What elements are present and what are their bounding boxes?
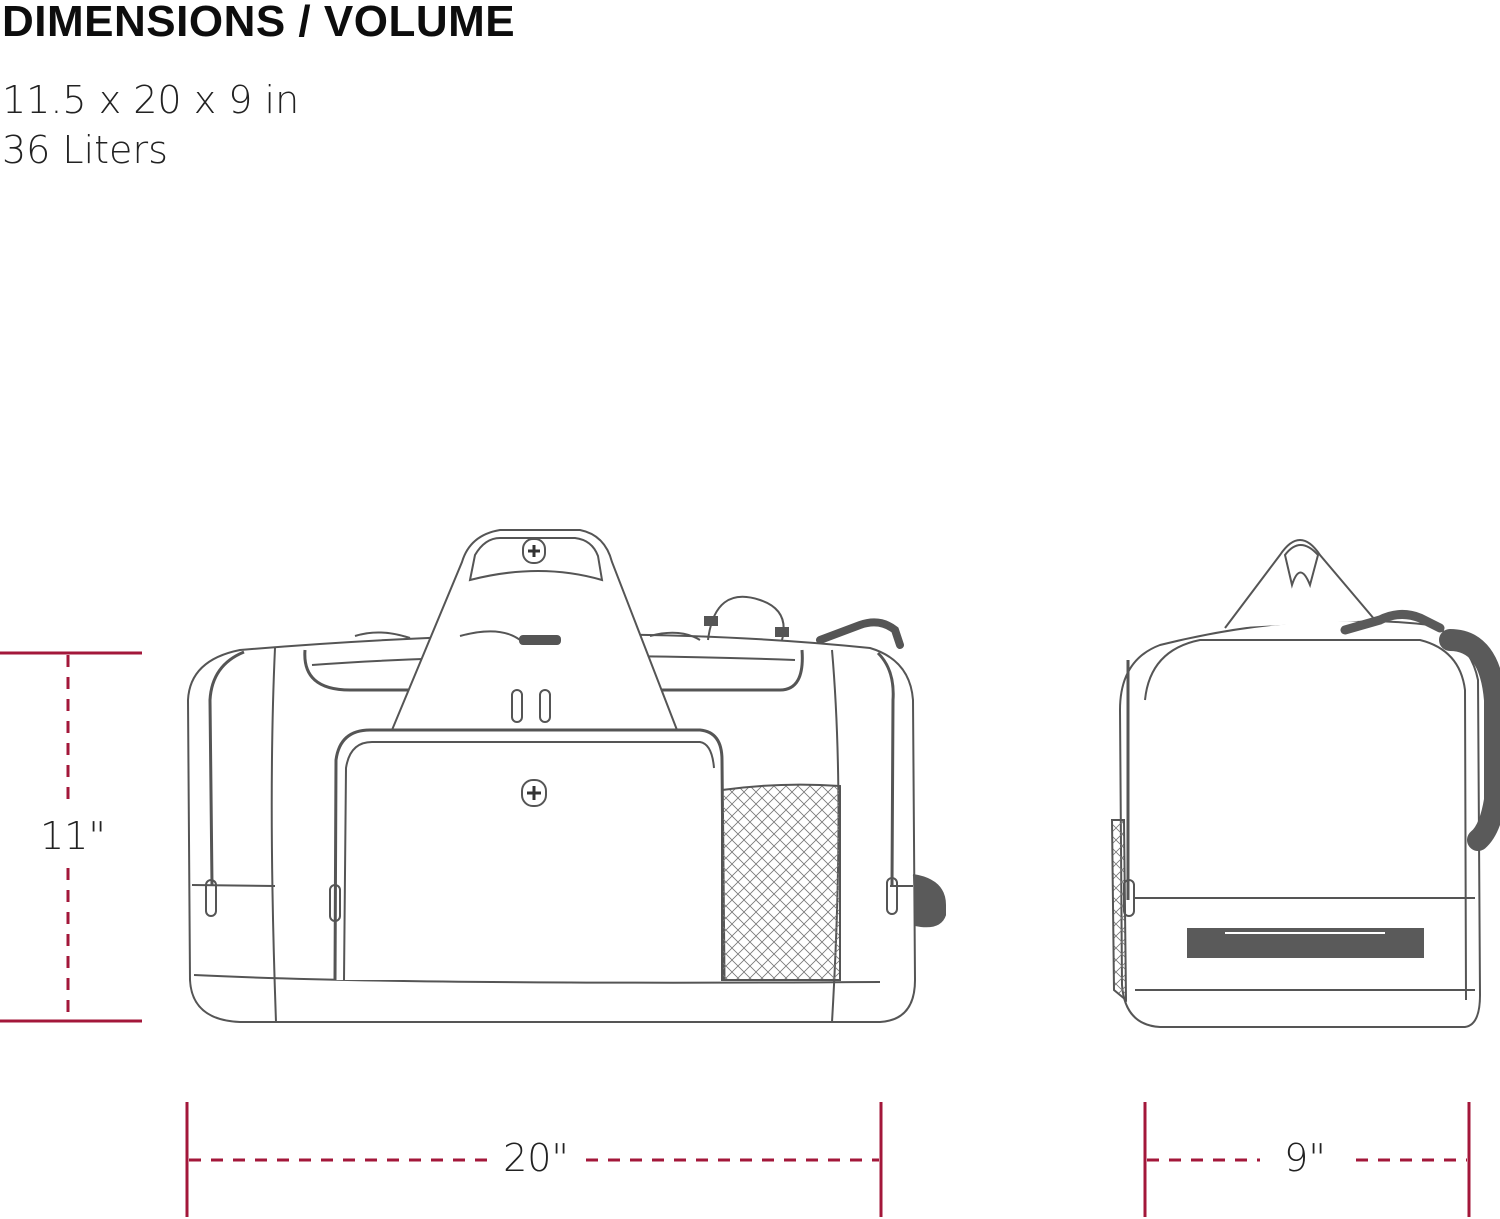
height-dimension-line [0, 651, 142, 1023]
height-label: 11" [40, 814, 106, 858]
depth-dimension-line [1143, 1102, 1471, 1217]
depth-label: 9" [1280, 1136, 1330, 1180]
page-title: DIMENSIONS / VOLUME [2, 0, 516, 46]
volume-text: 36 Liters [2, 128, 168, 172]
duffel-bag-front-view [186, 529, 946, 1023]
width-label: 20" [500, 1136, 572, 1180]
width-dimension-line [185, 1102, 883, 1217]
duffel-bag-side-view [1110, 539, 1500, 1028]
dimensions-text: 11.5 x 20 x 9 in [2, 78, 300, 122]
